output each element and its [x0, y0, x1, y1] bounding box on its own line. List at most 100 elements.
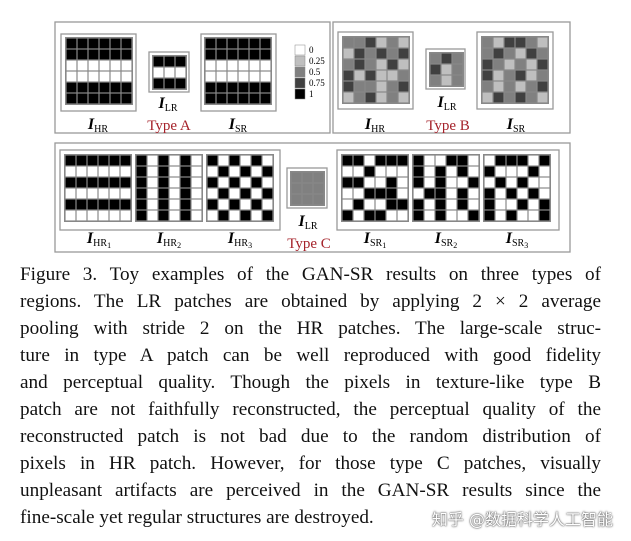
grid-cell [365, 81, 376, 92]
grid-cell [375, 199, 386, 210]
caption-line: reconstructed patch is not bad due to th… [20, 426, 601, 447]
grid-cell [446, 166, 457, 177]
grid-cell [482, 59, 493, 70]
grid-cell [375, 210, 386, 221]
grid-cell [169, 199, 180, 210]
grid-cell [249, 60, 260, 71]
caption-line: fine-scale yet regular structures are de… [20, 507, 374, 528]
watermark: 知乎 @数据科学人工智能 [431, 510, 613, 529]
label-i-hr2: IHR2 [156, 230, 181, 250]
colorbar-tick: 0.5 [309, 67, 321, 77]
grid-cell [397, 155, 408, 166]
grid-cell [342, 199, 353, 210]
grid-cell [251, 210, 262, 221]
grid-cell [484, 166, 495, 177]
grid-cell [413, 155, 424, 166]
grid-cell [99, 82, 110, 93]
grid-cell [216, 93, 227, 104]
grid-cell [262, 177, 273, 188]
grid-cell [430, 64, 441, 75]
grid-cell [386, 199, 397, 210]
grid-cell [238, 71, 249, 82]
grid-cell [99, 60, 110, 71]
grid-cell [452, 75, 463, 86]
grid-cell [354, 70, 365, 81]
grid-cell [260, 71, 271, 82]
grid-cell [98, 199, 109, 210]
grid-cell [537, 37, 548, 48]
type-b-hr-grid [342, 36, 410, 104]
grid-cell [136, 188, 147, 199]
label-i-hr1: IHR1 [86, 230, 111, 250]
grid-cell [446, 155, 457, 166]
grid-cell [537, 81, 548, 92]
grid-cell [446, 177, 457, 188]
grid-cell [493, 92, 504, 103]
grid-cell [397, 166, 408, 177]
grid-cell [354, 81, 365, 92]
type-c-sr3-grid [483, 154, 551, 222]
grid-cell [375, 155, 386, 166]
colorbar-swatch [294, 44, 306, 56]
grid-cell [397, 199, 408, 210]
grid-cell [99, 49, 110, 60]
type-b-lr-frame [425, 48, 466, 90]
grid-cell [495, 188, 506, 199]
grid-cell [387, 92, 398, 103]
grid-cell [468, 188, 479, 199]
grid-cell [495, 166, 506, 177]
grid-cell [495, 210, 506, 221]
caption-line: and perceptual quality. Though the pixel… [20, 372, 601, 393]
grid-cell [398, 92, 409, 103]
grid-cell [109, 199, 120, 210]
grid-cell [76, 155, 87, 166]
grid-cell [158, 155, 169, 166]
grid-cell [364, 188, 375, 199]
type-b-sr-grid [481, 36, 549, 104]
colorbar-swatch [294, 88, 306, 100]
grid-cell [504, 48, 515, 59]
grid-cell [528, 177, 539, 188]
grid-cell [251, 177, 262, 188]
grid-cell [227, 38, 238, 49]
grid-cell [343, 81, 354, 92]
grid-cell [109, 177, 120, 188]
type-a-sr-grid [204, 37, 272, 105]
grid-cell [526, 81, 537, 92]
grid-cell [517, 199, 528, 210]
grid-cell [537, 92, 548, 103]
grid-cell [506, 188, 517, 199]
grid-cell [76, 177, 87, 188]
grid-cell [180, 155, 191, 166]
grid-cell [343, 37, 354, 48]
type-a-panel [54, 21, 331, 134]
grid-cell [364, 166, 375, 177]
grid-cell [539, 155, 550, 166]
grid-cell [506, 166, 517, 177]
grid-cell [526, 70, 537, 81]
caption-line: pixels in HR patch. However, for those t… [20, 453, 601, 474]
grid-cell [526, 48, 537, 59]
colorbar-tick: 0.75 [309, 78, 325, 88]
colorbar-tick: 0.25 [309, 56, 325, 66]
grid-cell [121, 60, 132, 71]
grid-cell [484, 177, 495, 188]
grid-cell [343, 59, 354, 70]
grid-cell [260, 82, 271, 93]
type-c-label: Type C [287, 236, 331, 252]
grid-cell [109, 210, 120, 221]
caption-line: pooling with stride 2 on the HR patches.… [20, 318, 601, 339]
type-b-sr-frame [476, 31, 554, 110]
grid-cell [413, 188, 424, 199]
grid-cell [342, 166, 353, 177]
grid-cell [313, 172, 324, 183]
grid-cell [539, 188, 550, 199]
grid-cell [424, 210, 435, 221]
grid-cell [376, 59, 387, 70]
grid-cell [216, 49, 227, 60]
grid-cell [158, 177, 169, 188]
grid-cell [291, 183, 302, 194]
grid-cell [515, 70, 526, 81]
type-a-hr-grid [65, 37, 133, 105]
grid-cell [397, 188, 408, 199]
